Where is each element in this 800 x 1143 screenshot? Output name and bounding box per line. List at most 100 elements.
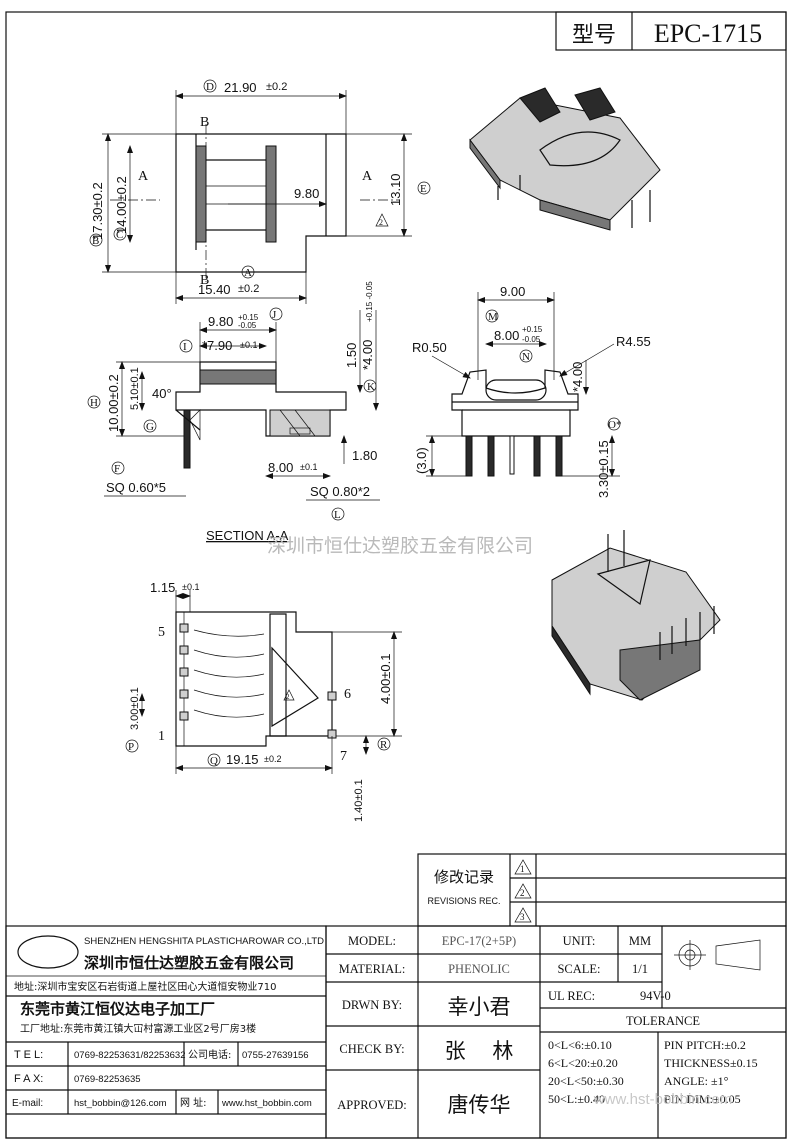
dim-section-vert-2: *4.00 [360, 340, 375, 370]
revisions-title-cn: 修改记录 [434, 868, 494, 886]
front-view: 9.00 M 8.00 +0.15 -0.05 N R0.50 R4.55 *4… [412, 284, 651, 498]
dim-section-top-tol-up: +0.15 [238, 313, 259, 322]
dim-bottom: 15.40 [198, 282, 231, 297]
dim-section-800: 8.00 [268, 460, 293, 475]
label-b: B [92, 235, 99, 247]
rev-tag-bottom: 2 [286, 693, 290, 701]
isometric-view-top [469, 87, 661, 231]
dim-section-800-tol: ±0.1 [300, 462, 317, 472]
dim-section-second: *7.90 [202, 338, 232, 353]
label-l: L [334, 509, 341, 521]
company-address: 地址:深圳市宝安区石岩街道上屋社区田心大道恒安物业710 [14, 980, 276, 993]
label-f: F [114, 463, 120, 475]
radius-left: R0.50 [412, 340, 447, 355]
check-label: CHECK BY: [339, 1042, 404, 1056]
company-name-en: SHENZHEN HENGSHITA PLASTICHAROWAR CO.,LT… [84, 936, 324, 947]
top-view: B B A A D 21.90 ±0.2 17.30±0.2 B 14.00±0… [89, 79, 431, 304]
dim-width: 21.90 [224, 80, 257, 95]
company-block: HST SHENZHEN HENGSHITA PLASTICHAROWAR CO… [5, 925, 327, 1139]
dim-section-vert-1: 1.50 [344, 343, 359, 368]
dim-section-vert-2-tol: +0.15 -0.05 [365, 281, 374, 322]
revisions-table: 修改记录 REVISIONS REC. 1 2 3 [417, 853, 787, 927]
label-d: D [206, 81, 214, 93]
dim-bottom-right: 4.00±0.1 [378, 653, 393, 704]
scale-value: 1/1 [632, 962, 648, 976]
approved-value: 唐传华 [448, 1093, 511, 1117]
revision-1-icon [514, 859, 532, 875]
tolerance-4: 50<L:±0.40 [548, 1092, 605, 1106]
dim-right: 13.10 [388, 173, 403, 206]
section-marker-b-top: B [200, 115, 209, 130]
unit-label: UNIT: [563, 934, 596, 948]
dim-front-side: *4.00 [570, 362, 585, 392]
isometric-view-bottom [551, 530, 721, 701]
section-marker-a-right: A [362, 169, 373, 184]
rev-tag-top: 2 [379, 218, 383, 227]
pin-dim: PIN DIM:±0.05 [664, 1092, 741, 1106]
dim-width-tol: ±0.2 [266, 81, 287, 93]
tel-label: T E L: [14, 1049, 43, 1061]
pin-label-7: 7 [340, 749, 347, 764]
email-label: E-mail: [12, 1098, 43, 1109]
label-e: E [420, 183, 427, 195]
label-j: J [272, 309, 277, 321]
angle-label: 40° [152, 386, 172, 401]
web-value: www.hst_bobbin.com [221, 1098, 312, 1109]
tolerance-1: 0<L<6:±0.10 [548, 1038, 612, 1052]
radius-right: R4.55 [616, 334, 651, 349]
model-header-label: 型号 [572, 23, 616, 48]
factory-name: 东莞市黄江恒仪达电子加工厂 [20, 1000, 215, 1018]
dim-center: 9.80 [294, 186, 319, 201]
angle-tolerance: ANGLE: ±1° [664, 1074, 729, 1088]
pin-label-5: 5 [158, 625, 165, 640]
factory-address: 工厂地址:东莞市黄江镇大冚村富源工业区2号厂房3楼 [20, 1022, 256, 1035]
fax-value: 0769-82253635 [74, 1074, 141, 1085]
section-marker-a-left: A [138, 169, 149, 184]
projection-symbol-icon [674, 939, 761, 971]
section-view: 9.80 +0.15 -0.05 J *7.90 ±0.1 I 1.50 *4.… [87, 281, 380, 543]
label-q: Q [210, 755, 218, 767]
check-value: 张 林 [445, 1039, 514, 1063]
model-header: 型号 EPC-1715 [555, 11, 787, 51]
bottom-view: 2 5 1 6 7 1.15 ±0.1 3.00±0.1 P [125, 580, 402, 822]
tolerance-2: 6<L<20:±0.20 [548, 1056, 618, 1070]
dim-section-height: 10.00±0.2 [106, 374, 121, 432]
label-r: R [380, 739, 388, 751]
dim-front-top: 9.00 [500, 284, 525, 299]
dim-front-pin: 3.30±0.15 [596, 440, 611, 498]
dim-section-second-tol: ±0.1 [240, 340, 257, 350]
section-marker-b-bottom: B [200, 273, 209, 288]
dim-bottom-tol: ±0.2 [238, 283, 259, 295]
label-m: M [488, 311, 498, 323]
revision-triangle-icon [375, 213, 389, 227]
ul-label: UL REC: [548, 989, 595, 1003]
dim-bottom-pitch: 3.00±0.1 [129, 687, 141, 730]
thickness: THICKNESS±0.15 [664, 1056, 758, 1070]
label-i: I [183, 341, 187, 353]
footer-watermark: www.hst-bobbin.com [593, 1091, 732, 1108]
dim-inner: 14.00±0.2 [114, 176, 129, 234]
dim-section-180: 1.80 [352, 448, 377, 463]
pin-sq-left: SQ 0.60*5 [106, 480, 166, 495]
company-name-cn: 深圳市恒仕达塑胶五金有限公司 [84, 954, 294, 972]
revisions-title-en: REVISIONS REC. [427, 896, 500, 906]
tolerance-3: 20<L<50:±0.30 [548, 1074, 624, 1088]
company-logo [17, 935, 79, 969]
pin-pitch: PIN PITCH:±0.2 [664, 1038, 746, 1052]
fax-label: F A X: [14, 1073, 43, 1085]
label-c: C [116, 229, 123, 241]
dim-bottom-bottom: 1.40±0.1 [353, 779, 365, 822]
web-label: 网 址: [180, 1096, 207, 1109]
pin-label-6: 6 [344, 687, 351, 702]
model-value: EPC-17(2+5P) [442, 934, 516, 948]
model-label: MODEL: [348, 934, 396, 948]
label-o: O* [608, 419, 621, 431]
revision-2: 2 [520, 888, 525, 898]
dim-front-mid: 8.00 [494, 328, 519, 343]
label-p: P [128, 741, 134, 753]
pin-label-1: 1 [158, 729, 165, 744]
label-h: H [90, 397, 98, 409]
revision-3: 3 [520, 912, 525, 922]
revision-1: 1 [520, 864, 525, 874]
